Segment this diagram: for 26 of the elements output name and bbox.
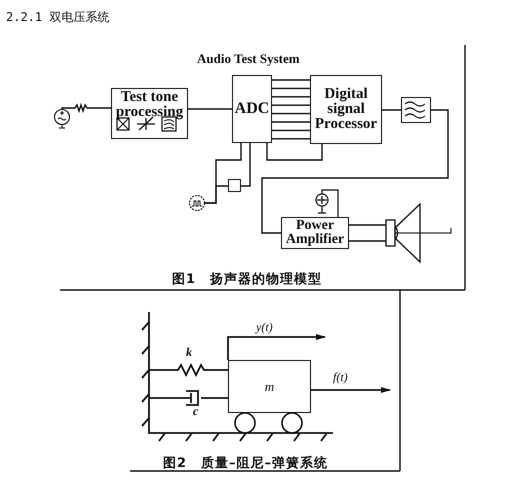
- connector: [188, 108, 232, 110]
- connector: [61, 102, 111, 114]
- variable-label: c: [193, 404, 198, 419]
- variable-label: y(t): [256, 320, 273, 335]
- variable-label: f(t): [333, 370, 348, 385]
- connector: [266, 143, 323, 161]
- speaker-drawing: [384, 202, 422, 264]
- system-title: Audio Test System: [197, 51, 300, 67]
- connector: [241, 143, 251, 187]
- figure-caption: 图2 质量–阻尼–弹簧系统: [163, 454, 328, 472]
- connector: [261, 109, 449, 234]
- connector: [349, 240, 386, 242]
- connector: [349, 224, 386, 226]
- figure-caption: 图1 扬声器的物理模型: [172, 271, 322, 288]
- connector: [271, 79, 311, 140]
- connector: [382, 109, 401, 111]
- variable-label: k: [186, 345, 192, 360]
- small-box: [228, 179, 241, 192]
- pulse-source-symbol: [189, 195, 205, 211]
- filter-box: [401, 97, 431, 123]
- process-box: Digital signal Processor: [310, 75, 382, 144]
- process-box: ADC: [232, 75, 272, 143]
- process-box: Power Amplifier: [281, 217, 349, 249]
- connector: [205, 185, 228, 204]
- process-box: Test tone processing: [111, 88, 188, 139]
- section-heading: 2.2.1 双电压系统: [6, 9, 110, 26]
